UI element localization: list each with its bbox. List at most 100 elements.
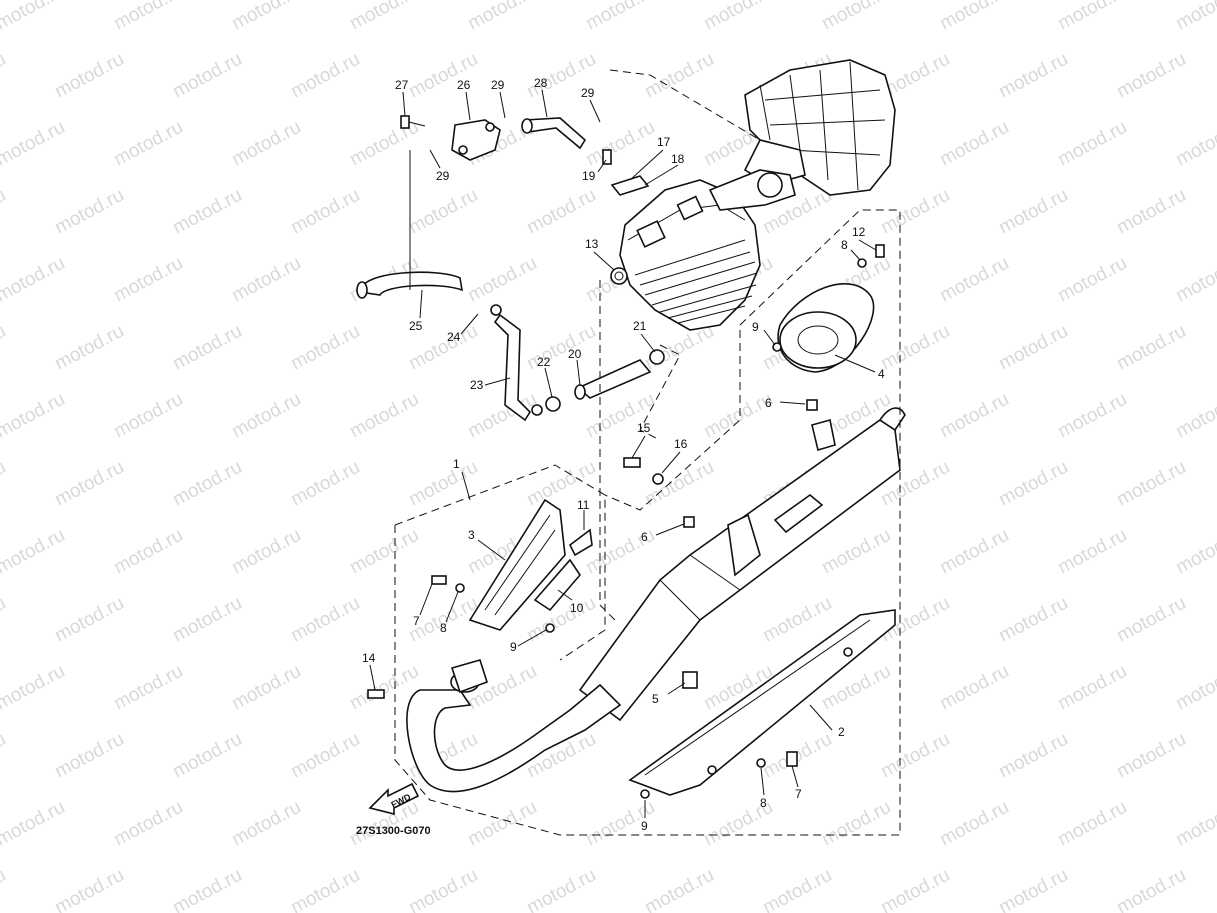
- watermark-text: motod.ru: [169, 185, 245, 239]
- callout-21: 21: [633, 319, 647, 333]
- watermark-text: motod.ru: [51, 593, 127, 647]
- nut-5: [682, 671, 698, 689]
- watermark-text: motod.ru: [1172, 389, 1217, 443]
- callout-11: 11: [577, 498, 590, 512]
- cylinder-head-drawing: [619, 169, 796, 331]
- watermark-text: motod.ru: [346, 389, 422, 443]
- watermark-text: motod.ru: [1113, 593, 1189, 647]
- callout-14: 14: [362, 651, 376, 665]
- watermark-text: motod.ru: [464, 253, 540, 307]
- watermark-text: motod.ru: [169, 593, 245, 647]
- watermark-text: motod.ru: [287, 729, 363, 783]
- protector-3: [468, 498, 566, 631]
- bolt-12: [875, 244, 885, 258]
- callout-19: 19: [582, 169, 596, 183]
- watermark-text: motod.ru: [936, 117, 1012, 171]
- watermark-text: motod.ru: [0, 321, 10, 375]
- callout-17: 17: [657, 135, 671, 149]
- bolt-19: [602, 149, 612, 165]
- watermark-text: motod.ru: [110, 117, 186, 171]
- watermark-text: motod.ru: [877, 321, 953, 375]
- watermark-text: motod.ru: [1172, 797, 1217, 851]
- watermark-text: motod.ru: [228, 0, 304, 34]
- watermark-text: motod.ru: [936, 253, 1012, 307]
- watermark-text: motod.ru: [936, 0, 1012, 34]
- watermark-text: motod.ru: [818, 525, 894, 579]
- callout-9b: 9: [641, 819, 648, 833]
- watermark-text: motod.ru: [523, 185, 599, 239]
- watermark-text: motod.ru: [1054, 525, 1130, 579]
- watermark-text: motod.ru: [346, 117, 422, 171]
- bolt-7b: [786, 751, 798, 767]
- clamp-21: [649, 349, 665, 365]
- callout-15: 15: [637, 421, 651, 435]
- watermark-text: motod.ru: [51, 185, 127, 239]
- watermark-text: motod.ru: [287, 321, 363, 375]
- watermark-text: motod.ru: [818, 797, 894, 851]
- callout-23: 23: [470, 378, 484, 392]
- gasket-13: [610, 267, 628, 285]
- callout-18: 18: [671, 152, 685, 166]
- watermark-text: motod.ru: [1172, 525, 1217, 579]
- watermark-text: motod.ru: [110, 389, 186, 443]
- watermark-text: motod.ru: [1113, 729, 1189, 783]
- watermark-text: motod.ru: [51, 321, 127, 375]
- callout-8c: 8: [841, 238, 848, 252]
- watermark-text: motod.ru: [0, 661, 69, 715]
- watermark-text: motod.ru: [169, 865, 245, 913]
- diagram-code: 27S1300-G070: [356, 825, 431, 837]
- watermark-text: motod.ru: [1172, 253, 1217, 307]
- watermark-text: motod.ru: [1172, 0, 1217, 34]
- watermark-text: motod.ru: [700, 0, 776, 34]
- watermark-text: motod.ru: [1172, 117, 1217, 171]
- callout-8a: 8: [440, 621, 447, 635]
- callout-22: 22: [537, 355, 551, 369]
- hose-25: [356, 271, 464, 299]
- callout-29a: 29: [491, 78, 505, 92]
- watermark-text: motod.ru: [228, 389, 304, 443]
- watermark-text: motod.ru: [228, 253, 304, 307]
- callout-6b: 6: [641, 530, 648, 544]
- watermark-text: motod.ru: [995, 457, 1071, 511]
- washer-9a: [545, 623, 555, 633]
- watermark-text: motod.ru: [228, 797, 304, 851]
- leader-lines: [369, 89, 877, 818]
- watermark-text: motod.ru: [0, 253, 69, 307]
- callout-29b: 29: [581, 86, 595, 100]
- watermark-text: motod.ru: [1054, 117, 1130, 171]
- washer-16: [652, 473, 664, 485]
- watermark-text: motod.ru: [169, 49, 245, 103]
- watermark-text: motod.ru: [936, 661, 1012, 715]
- watermark-text: motod.ru: [1054, 0, 1130, 34]
- watermark-text: motod.ru: [228, 117, 304, 171]
- callout-12: 12: [852, 225, 866, 239]
- watermark-text: motod.ru: [287, 457, 363, 511]
- watermark-text: motod.ru: [995, 593, 1071, 647]
- watermark-text: motod.ru: [877, 865, 953, 913]
- watermark-text: motod.ru: [641, 457, 717, 511]
- watermark-text: motod.ru: [287, 865, 363, 913]
- watermark-text: motod.ru: [1113, 49, 1189, 103]
- watermark-text: motod.ru: [464, 389, 540, 443]
- watermark-text: motod.ru: [1054, 253, 1130, 307]
- callout-4: 4: [878, 367, 885, 381]
- washer-8b: [756, 758, 766, 768]
- callout-8b: 8: [760, 796, 767, 810]
- callout-16: 16: [674, 437, 688, 451]
- bolt-14: [367, 689, 385, 699]
- heat-shield-2: [628, 609, 896, 796]
- watermark-text: motod.ru: [0, 49, 10, 103]
- watermark-text: motod.ru: [1113, 457, 1189, 511]
- watermark-text: motod.ru: [405, 457, 481, 511]
- watermark-text: motod.ru: [228, 661, 304, 715]
- bolt-7a: [431, 575, 447, 585]
- watermark-text: motod.ru: [0, 729, 10, 783]
- washer-8-top: [857, 258, 867, 268]
- bracket-6b: [683, 516, 695, 528]
- watermark-text: motod.ru: [1054, 661, 1130, 715]
- watermark-text: motod.ru: [110, 0, 186, 34]
- watermark-text: motod.ru: [582, 117, 658, 171]
- watermark-text: motod.ru: [759, 865, 835, 913]
- callout-13: 13: [585, 237, 599, 251]
